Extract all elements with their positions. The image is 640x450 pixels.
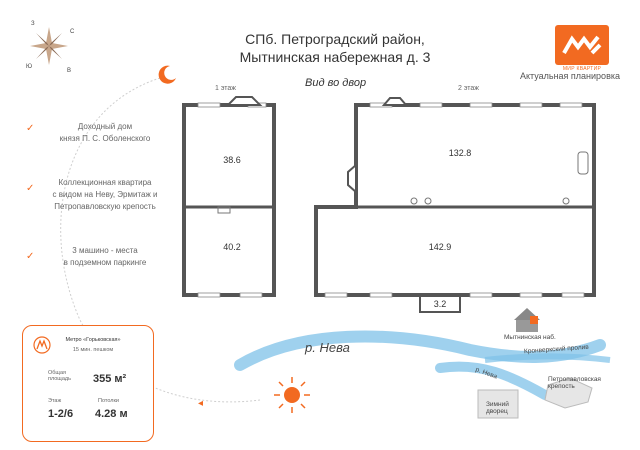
feature-line: в подземном паркинге — [63, 258, 147, 267]
palace-label-line: дворец — [486, 408, 508, 415]
area-label-2: площадь — [48, 376, 71, 382]
view-label: Вид во двор — [305, 77, 367, 89]
feature-item: Доходный дом князя П. С. Оболенского — [30, 121, 180, 145]
compass-east: В — [67, 68, 72, 74]
fortress-label-line: Петропавловская — [548, 376, 601, 383]
feature-line: Коллекционная квартира — [58, 178, 152, 187]
info-card — [22, 325, 154, 442]
fortress-shape — [544, 377, 593, 409]
balcony-outline — [419, 294, 461, 313]
area-label: Общая площадь — [48, 370, 71, 382]
room-area: 40.2 — [223, 242, 241, 252]
embankment-label: Мытнинская наб. — [504, 334, 556, 341]
floor-label: Этаж — [48, 398, 62, 404]
area-label-1: Общая — [48, 370, 66, 376]
moon-icon — [156, 64, 178, 86]
arc-arrow-icon: ◂ — [198, 398, 204, 409]
kronverk-canal — [484, 353, 611, 363]
floor-1-label: 1 этаж — [215, 85, 236, 92]
compass-north: С — [70, 29, 75, 35]
metro-icon — [33, 336, 51, 354]
feature-line: 3 машино - места — [72, 246, 138, 255]
fortress-label-line: крепость — [548, 383, 575, 390]
brand-logo-text: МИР КВАРТИР — [562, 66, 602, 72]
page-title: СПб. Петроградский район, Мытнинская наб… — [200, 30, 470, 66]
feature-line: Петропавловскую крепость — [54, 202, 156, 211]
palace-label: Зимний дворец — [486, 401, 509, 415]
ceiling-label: Потолки — [98, 398, 119, 404]
metro-walk-time: 15 мин. пешком — [72, 347, 114, 353]
home-icon — [514, 308, 540, 332]
compass-rose-icon — [28, 25, 70, 67]
feature-line: князя П. С. Оболенского — [59, 134, 151, 143]
check-icon: ✓ — [26, 183, 35, 194]
area-value: 355 м² — [93, 373, 127, 385]
compass-south: Ю — [26, 64, 33, 70]
floor-2-label: 2 этаж — [458, 85, 479, 92]
room-area: 3.2 — [433, 299, 447, 309]
title-line-1: СПб. Петроградский район, — [245, 31, 425, 47]
feature-line: Доходный дом — [77, 122, 133, 131]
feature-item: Коллекционная квартира с видом на Неву, … — [30, 177, 180, 213]
feature-line: с видом на Неву, Эрмитаж и — [52, 190, 158, 199]
river-label: р. Нева — [305, 340, 350, 355]
ceiling-value: 4.28 м — [95, 408, 128, 420]
brand-logo — [555, 25, 609, 65]
river-neva-small — [435, 361, 550, 400]
check-icon: ✓ — [26, 123, 35, 134]
room-area: 38.6 — [223, 155, 241, 165]
feature-item: 3 машино - места в подземном паркинге — [30, 245, 180, 269]
title-line-2: Мытнинская набережная д. 3 — [239, 49, 431, 65]
floor-value: 1-2/6 — [48, 408, 74, 420]
room-area: 132.8 — [448, 148, 472, 158]
palace-shape — [477, 389, 519, 419]
compass-west: З — [31, 21, 35, 27]
palace-label-line: Зимний — [486, 401, 509, 408]
layout-note: Актуальная планировка — [519, 71, 620, 81]
metro-name: Метро «Горьковская» — [65, 337, 121, 343]
check-icon: ✓ — [26, 251, 35, 262]
room-area: 142.9 — [428, 242, 452, 252]
sun-icon — [272, 375, 312, 415]
fortress-label: Петропавловская крепость — [548, 376, 601, 390]
